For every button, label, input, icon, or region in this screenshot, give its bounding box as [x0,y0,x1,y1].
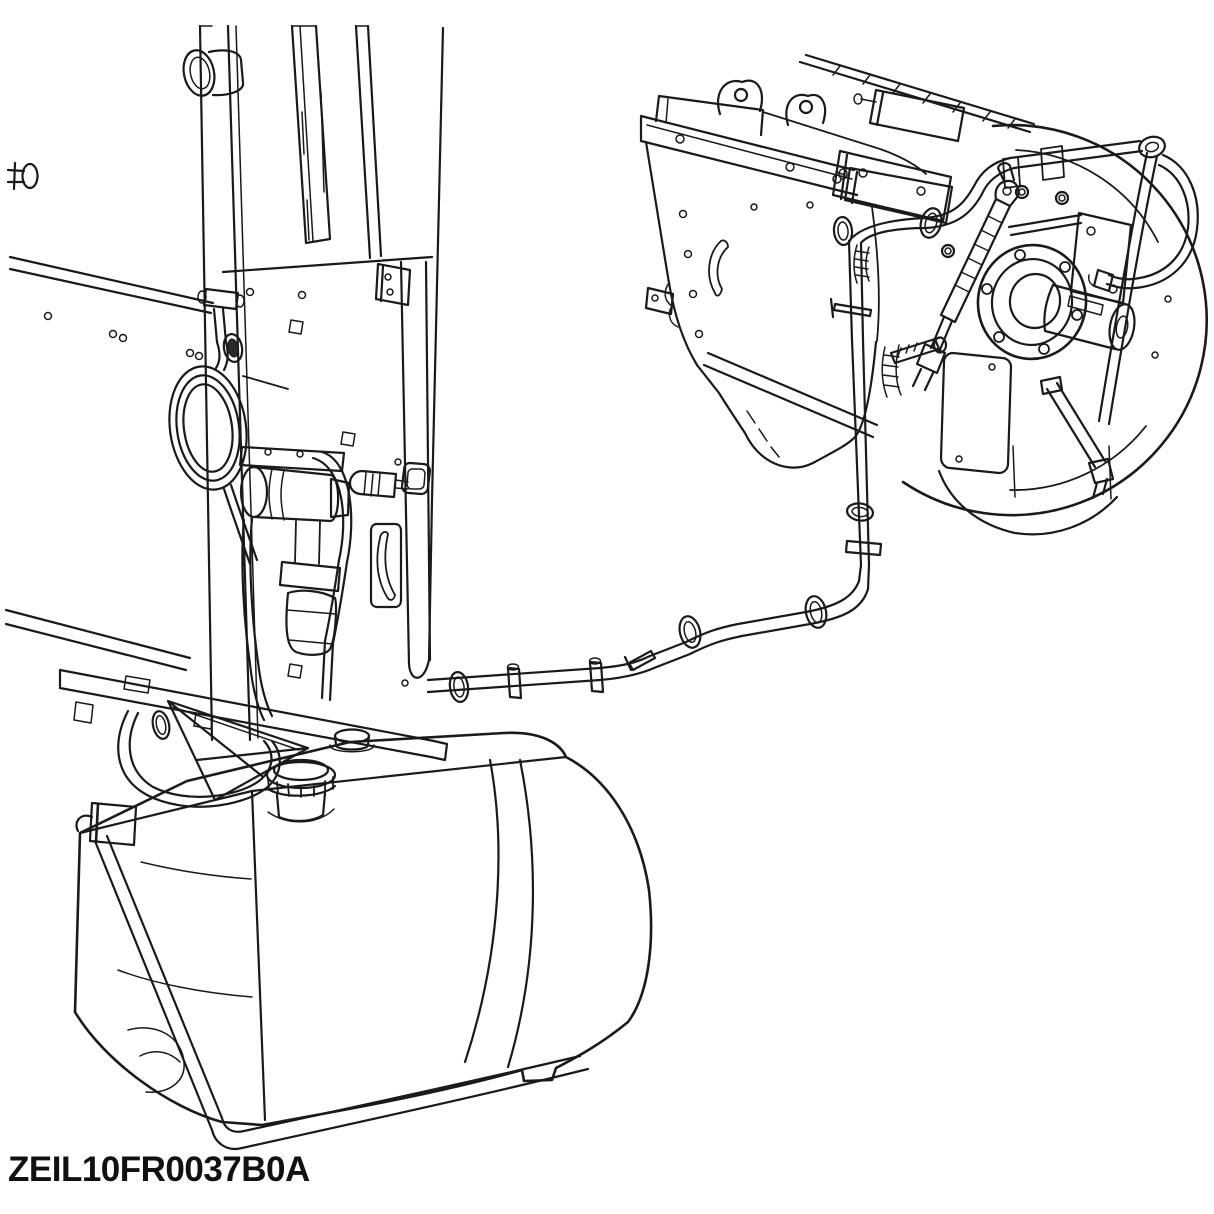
header-drive-gearbox [639,53,1208,536]
fuel-tank [73,728,653,1127]
hydraulic-cylinder [911,162,1020,392]
fuel-filler-neck [265,758,337,823]
tank-support-strap [88,801,590,1151]
hose-coil [168,307,289,566]
tie-rod [1039,151,1159,500]
machine-frame [4,24,449,802]
fuel-supply-hose [426,135,1199,704]
panel-latch [348,461,432,499]
panel-handle [369,522,403,609]
fuel-filter [278,520,342,656]
hose-clamps [448,145,1065,704]
tank-loop-hose [117,709,281,808]
tank-vent-cap [329,728,375,753]
figure-code-caption: ZEIL10FR0037B0A [8,1150,310,1189]
output-shaft-hub [976,243,1136,361]
fuel-pump [238,445,353,722]
gearbox-mounting-rail [639,79,966,225]
